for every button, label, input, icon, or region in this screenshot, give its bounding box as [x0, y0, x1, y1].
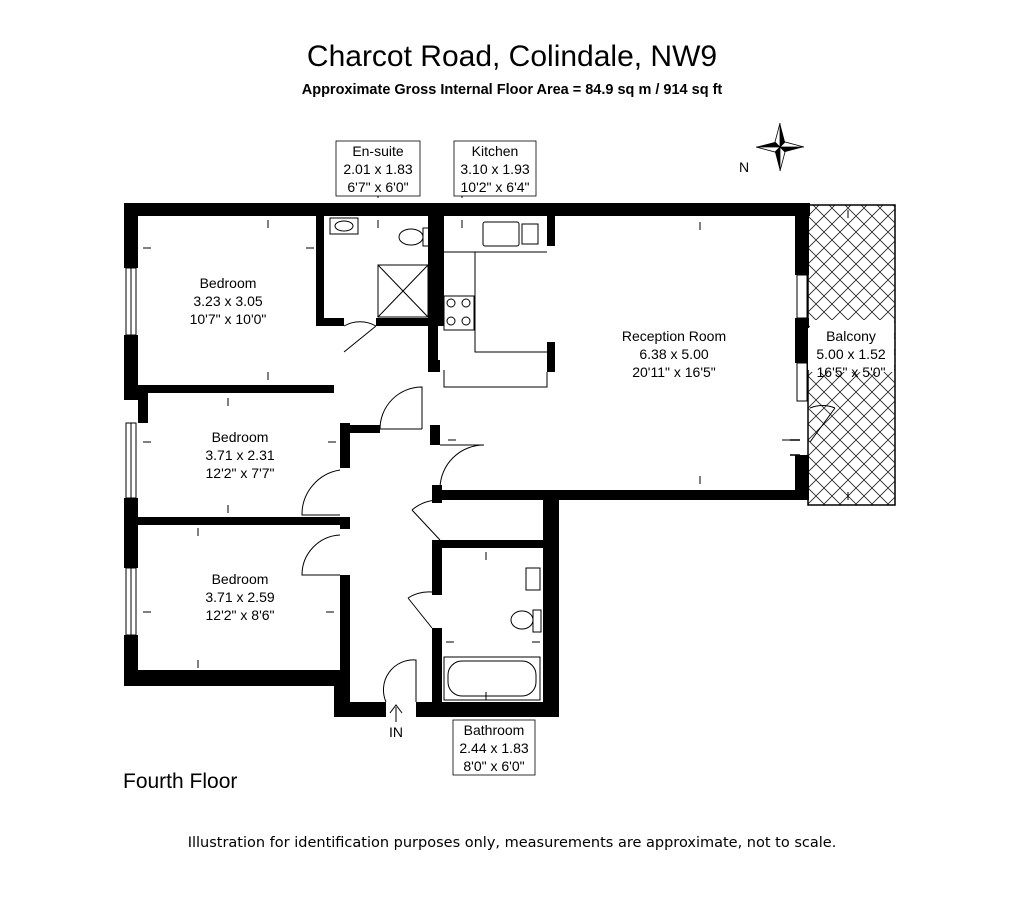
room-label-ensuite: En-suite 2.01 x 1.83 6'7" x 6'0": [343, 143, 412, 195]
room-name: Kitchen: [472, 143, 519, 159]
bathroom-fittings: [443, 567, 542, 701]
room-name: Bedroom: [212, 571, 269, 587]
room-imperial: 12'2" x 8'6": [206, 607, 275, 623]
room-imperial: 12'2" x 7'7": [206, 465, 275, 481]
room-name: Balcony: [826, 328, 876, 344]
room-label-bedroom-2: Bedroom 3.71 x 2.31 12'2" x 7'7": [205, 429, 274, 481]
room-name: Bedroom: [200, 275, 257, 291]
room-name: Bedroom: [212, 429, 269, 445]
room-imperial: 8'0" x 6'0": [463, 758, 524, 774]
room-metric: 2.01 x 1.83: [343, 161, 412, 177]
door-swings: [301, 321, 836, 703]
entrance-arrow-icon: [389, 704, 403, 722]
compass-icon: [755, 122, 805, 172]
room-metric: 3.71 x 2.31: [205, 447, 274, 463]
floor-label: Fourth Floor: [123, 770, 238, 793]
disclaimer: Illustration for identification purposes…: [187, 835, 837, 851]
room-imperial: 10'2" x 6'4": [461, 179, 530, 195]
room-label-bedroom-1: Bedroom 3.23 x 3.05 10'7" x 10'0": [190, 275, 267, 327]
floor-area-subtitle: Approximate Gross Internal Floor Area = …: [301, 82, 723, 98]
room-label-kitchen: Kitchen 3.10 x 1.93 10'2" x 6'4": [460, 143, 529, 195]
kitchen-fittings: [443, 221, 548, 388]
room-name: En-suite: [352, 143, 404, 159]
plan-title: Charcot Road, Colindale, NW9: [306, 40, 718, 73]
dimension-markers: [143, 190, 849, 700]
windows: [125, 267, 808, 636]
room-imperial: 16'5" x 5'0": [817, 364, 886, 380]
room-label-reception: Reception Room 6.38 x 5.00 20'11" x 16'5…: [622, 328, 726, 380]
room-metric: 3.71 x 2.59: [205, 589, 274, 605]
room-imperial: 20'11" x 16'5": [632, 364, 716, 380]
room-name: Reception Room: [622, 328, 726, 344]
room-metric: 5.00 x 1.52: [816, 346, 885, 362]
room-metric: 3.10 x 1.93: [460, 161, 529, 177]
compass-north-label: N: [739, 159, 749, 175]
entrance-label: IN: [389, 724, 403, 740]
room-metric: 2.44 x 1.83: [459, 740, 528, 756]
room-metric: 6.38 x 5.00: [639, 346, 708, 362]
room-metric: 3.23 x 3.05: [193, 293, 262, 309]
room-label-bedroom-3: Bedroom 3.71 x 2.59 12'2" x 8'6": [205, 571, 274, 623]
room-label-balcony: Balcony 5.00 x 1.52 16'5" x 5'0": [816, 328, 885, 380]
walls: [124, 203, 810, 717]
ensuite-fittings: [329, 217, 431, 318]
room-imperial: 10'7" x 10'0": [190, 311, 267, 327]
room-label-bathroom: Bathroom 2.44 x 1.83 8'0" x 6'0": [459, 722, 528, 774]
room-name: Bathroom: [464, 722, 525, 738]
room-imperial: 6'7" x 6'0": [347, 179, 408, 195]
